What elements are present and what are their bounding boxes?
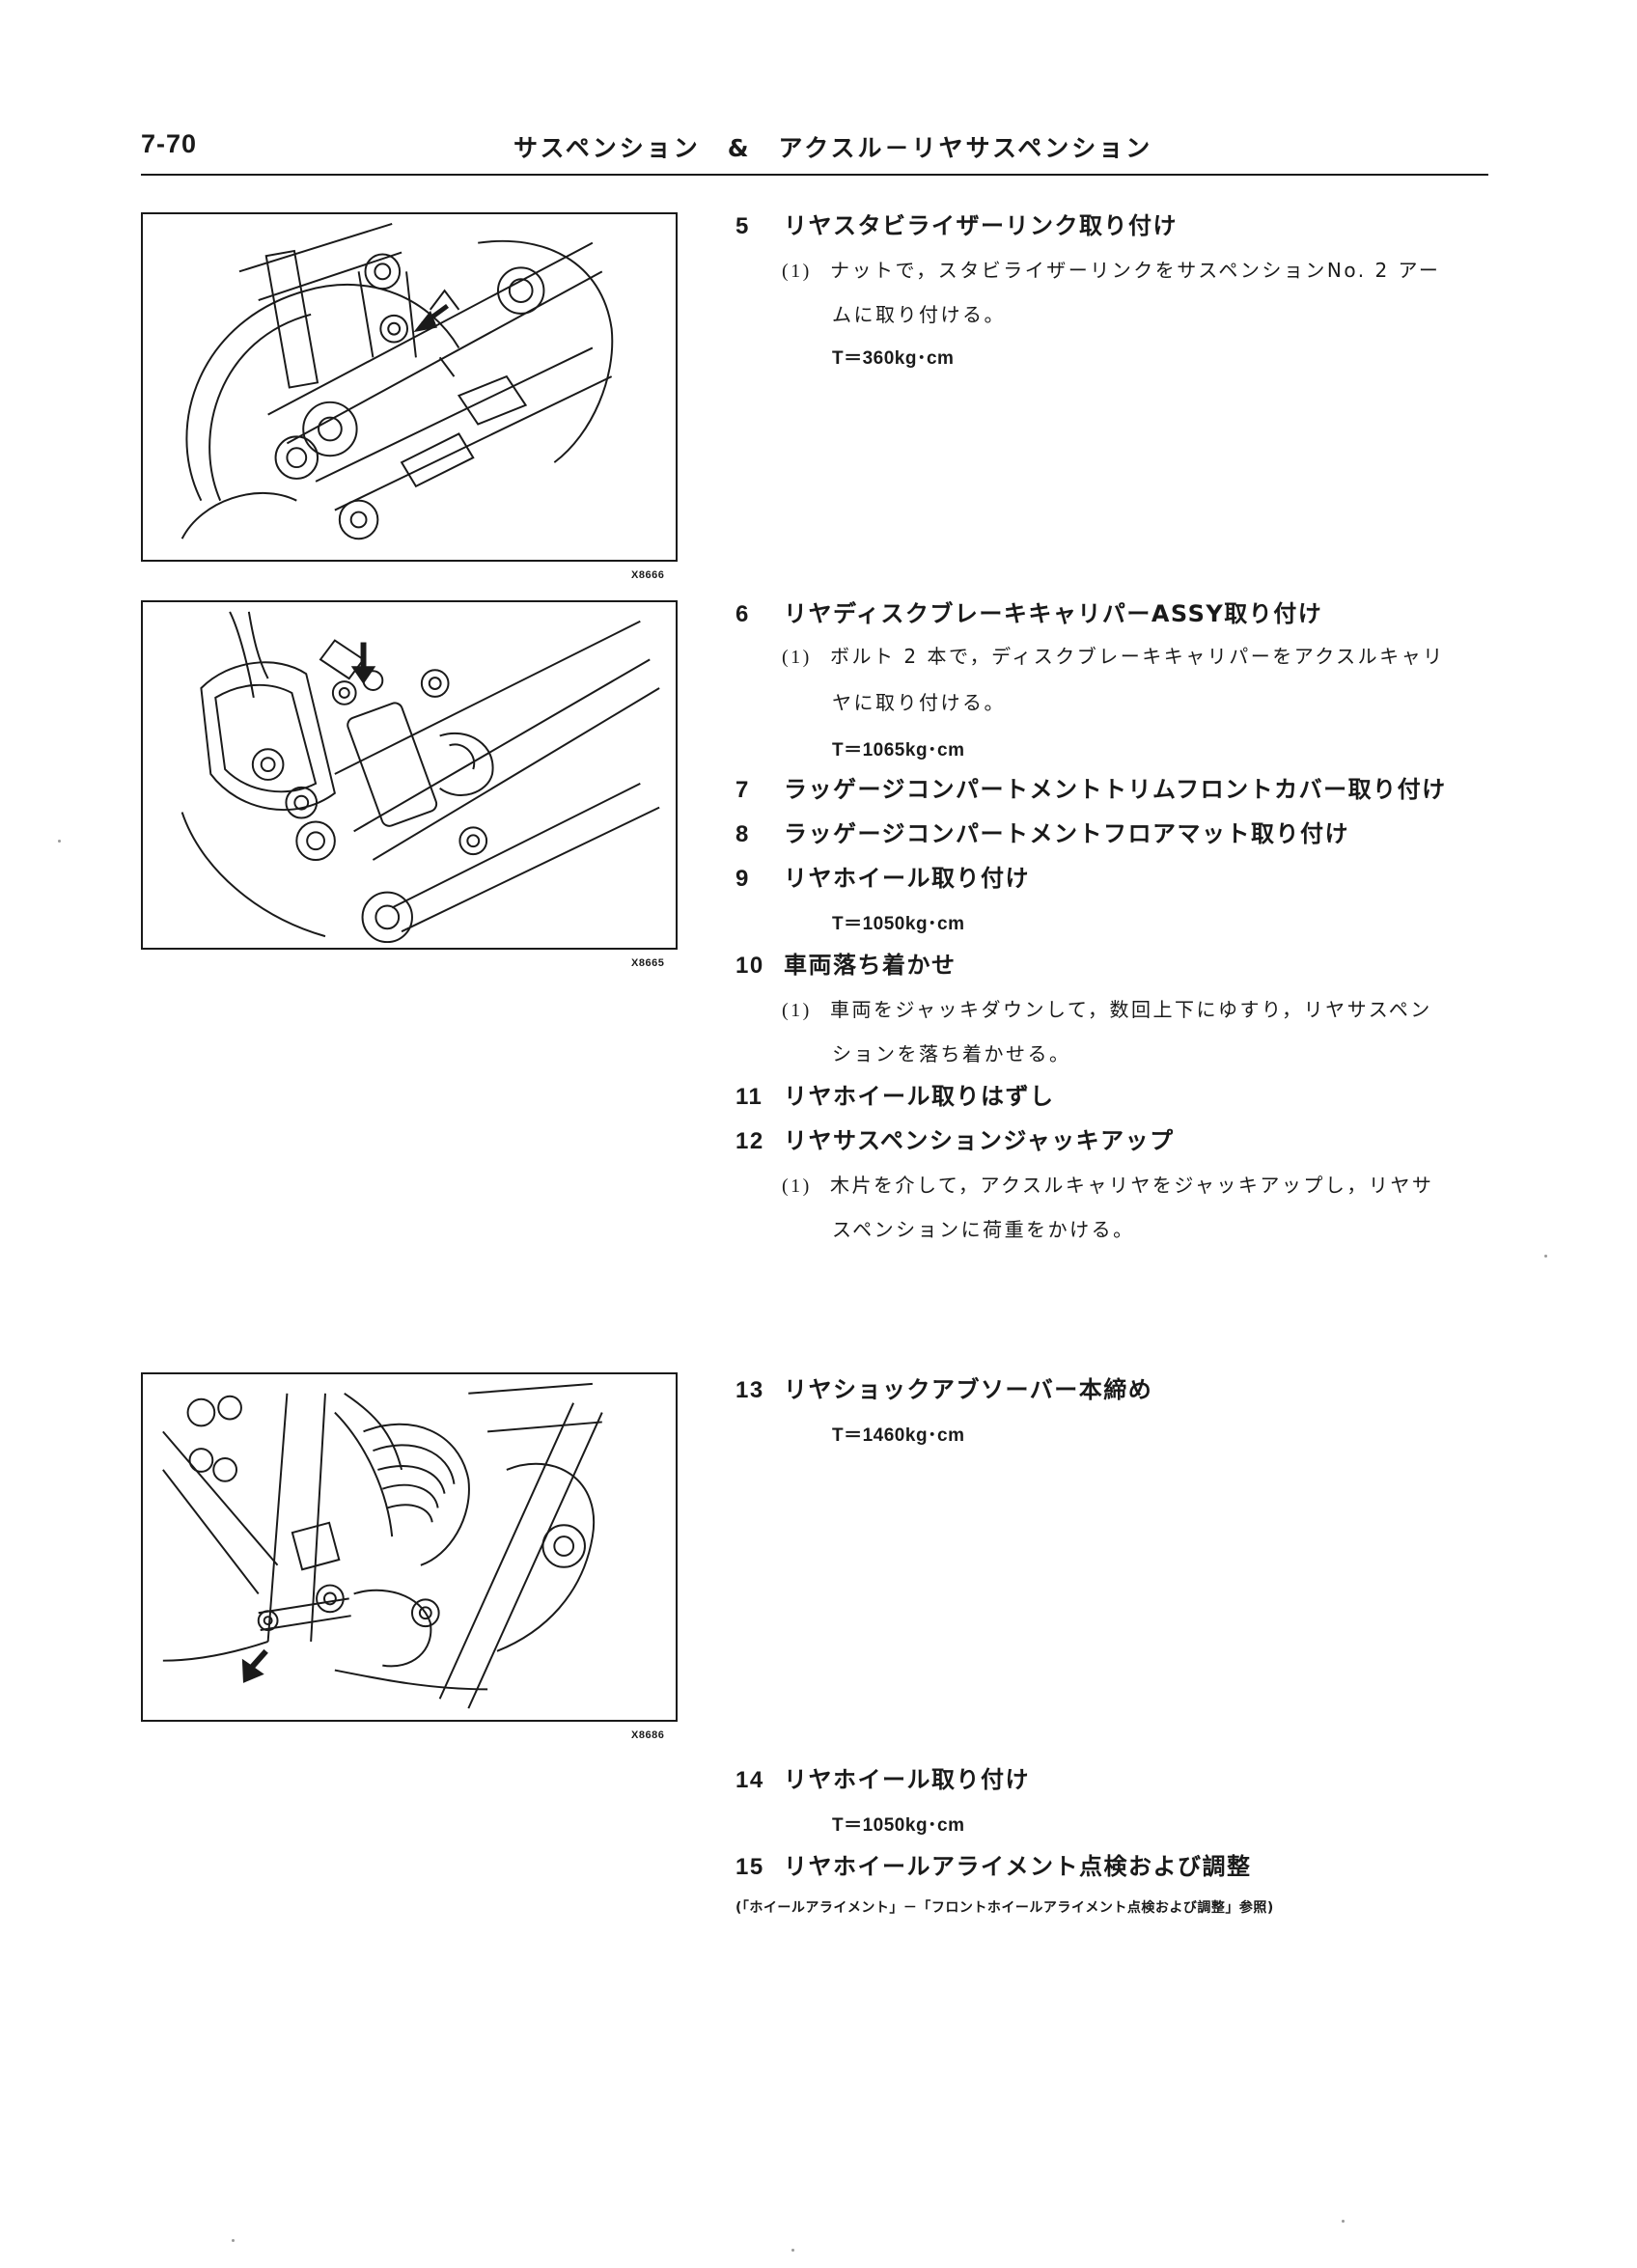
step-title: ラッゲージコンパートメントフロアマット取り付け — [784, 820, 1350, 847]
step-5-sub-1-cont: ムに取り付ける。 — [832, 303, 1006, 326]
page-header: 7-70 サスペンション & アクスル－リヤサスペンション — [141, 124, 1487, 172]
step-12-sub-1-cont: スペンションに荷重をかける。 — [832, 1218, 1135, 1241]
step-14-torque: T＝1050kg･cm — [832, 1815, 965, 1836]
sub-index: (1) — [782, 1000, 812, 1021]
figure-brake-caliper — [141, 600, 678, 950]
sub-text: 木片を介して，アクスルキャリヤをジャッキアップし，リヤサ — [830, 1174, 1434, 1197]
stabilizer-link-illustration — [180, 222, 614, 540]
step-6-torque: T＝1065kg･cm — [832, 740, 965, 761]
step-6-sub-1: (1) ボルト 2 本で，ディスクブレーキキャリパーをアクスルキャリ — [782, 641, 1445, 669]
step-10-sub-1-cont: ションを落ち着かせる。 — [832, 1042, 1071, 1065]
step-5: 5 リヤスタビライザーリンク取り付け — [735, 207, 1178, 240]
scan-speck — [1544, 1255, 1547, 1258]
section-title: サスペンション & アクスル－リヤサスペンション — [513, 134, 1153, 162]
brake-caliper-illustration — [180, 611, 660, 944]
step-title: リヤホイール取り付け — [784, 1766, 1030, 1793]
step-15: 15 リヤホイールアライメント点検および調整 — [735, 1847, 1252, 1881]
step-title: リヤスタビライザーリンク取り付け — [784, 212, 1178, 239]
step-number: 8 — [735, 821, 750, 847]
step-11: 11 リヤホイール取りはずし — [735, 1077, 1055, 1111]
step-number: 9 — [735, 866, 750, 892]
step-number: 7 — [735, 777, 750, 803]
step-number: 6 — [735, 601, 750, 627]
sub-index: (1) — [782, 261, 812, 282]
step-number: 10 — [735, 953, 764, 979]
step-title: ラッゲージコンパートメントトリムフロントカバー取り付け — [784, 776, 1447, 803]
sub-text: 車両をジャッキダウンして，数回上下にゆすり，リヤサスペン — [830, 998, 1432, 1021]
scan-speck — [1342, 2220, 1345, 2223]
step-5-torque: T＝360kg･cm — [832, 348, 955, 369]
step-9: 9 リヤホイール取り付け — [735, 859, 1030, 893]
step-13-torque: T＝1460kg･cm — [832, 1425, 965, 1446]
header-rule — [141, 174, 1488, 176]
figure-shock-absorber — [141, 1372, 678, 1722]
sub-text: ナットで，スタビライザーリンクをサスペンションNo. 2 アー — [830, 259, 1441, 282]
figure-stabilizer-link — [141, 212, 678, 562]
reference-note: (「ホイールアライメント」－「フロントホイールアライメント点検および調整」参照) — [735, 1900, 1274, 1916]
step-9-torque: T＝1050kg･cm — [832, 914, 965, 934]
sub-index: (1) — [782, 1175, 812, 1197]
figure-code-2: X8665 — [631, 957, 665, 969]
step-8: 8 ラッゲージコンパートメントフロアマット取り付け — [735, 815, 1349, 848]
instructions: 5 リヤスタビライザーリンク取り付け (1) ナットで，スタビライザーリンクをサスペ… — [735, 0, 1508, 2268]
step-number: 11 — [735, 1084, 763, 1110]
step-7: 7 ラッゲージコンパートメントトリムフロントカバー取り付け — [735, 770, 1447, 804]
figure-code-1: X8666 — [631, 569, 665, 581]
step-6-sub-1-cont: ヤに取り付ける。 — [832, 691, 1006, 714]
step-number: 15 — [735, 1854, 764, 1880]
step-title: リヤサスペンションジャッキアップ — [784, 1127, 1175, 1154]
step-title: リヤディスクブレーキキャリパーASSY取り付け — [784, 600, 1323, 627]
step-number: 12 — [735, 1128, 764, 1154]
scan-speck — [58, 840, 61, 843]
step-title: リヤホイール取り付け — [784, 865, 1030, 892]
step-10-sub-1: (1) 車両をジャッキダウンして，数回上下にゆすり，リヤサスペン — [782, 994, 1432, 1022]
figure-code-3: X8686 — [631, 1729, 665, 1741]
step-12-sub-1: (1) 木片を介して，アクスルキャリヤをジャッキアップし，リヤサ — [782, 1170, 1433, 1198]
step-10: 10 車両落ち着かせ — [735, 946, 957, 980]
scan-speck — [232, 2239, 235, 2242]
sub-index: (1) — [782, 647, 812, 668]
step-title: リヤホイールアライメント点検および調整 — [784, 1853, 1252, 1880]
step-13: 13 リヤショックアブソーバー本締め — [735, 1370, 1152, 1404]
shock-absorber-illustration — [162, 1382, 603, 1709]
scan-speck — [791, 2249, 794, 2252]
step-title: リヤショックアブソーバー本締め — [784, 1376, 1153, 1403]
step-14: 14 リヤホイール取り付け — [735, 1760, 1030, 1794]
step-title: 車両落ち着かせ — [784, 952, 957, 979]
step-number: 5 — [735, 213, 750, 239]
step-number: 14 — [735, 1767, 764, 1793]
sub-text: ボルト 2 本で，ディスクブレーキキャリパーをアクスルキャリ — [830, 645, 1445, 668]
page-number: 7-70 — [141, 129, 198, 158]
step-title: リヤホイール取りはずし — [784, 1083, 1055, 1110]
step-5-sub-1: (1) ナットで，スタビライザーリンクをサスペンションNo. 2 アー — [782, 255, 1440, 283]
step-6: 6 リヤディスクブレーキキャリパーASSY取り付け — [735, 595, 1322, 628]
step-12: 12 リヤサスペンションジャッキアップ — [735, 1121, 1175, 1155]
step-number: 13 — [735, 1377, 764, 1403]
